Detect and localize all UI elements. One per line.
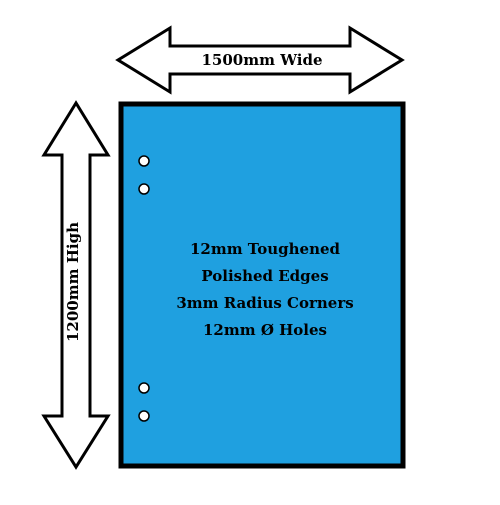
spec-thickness: 12mm Toughened: [189, 240, 341, 258]
hole-top-1: [138, 155, 150, 167]
panel-specifications: 12mm Toughened Polished Edges 3mm Radius…: [150, 236, 380, 344]
hole-bottom-2: [138, 410, 150, 422]
height-label: 1200mm High: [64, 222, 82, 342]
width-arrow-icon: [115, 25, 405, 95]
hole-bottom-1: [138, 382, 150, 394]
spec-edges: Polished Edges: [201, 267, 329, 285]
height-arrow-icon: [41, 100, 111, 470]
glass-panel: [118, 101, 406, 469]
hole-top-2: [138, 183, 150, 195]
spec-corners: 3mm Radius Corners: [176, 294, 354, 312]
spec-holes: 12mm Ø Holes: [203, 321, 327, 339]
width-label: 1500mm Wide: [201, 51, 323, 69]
